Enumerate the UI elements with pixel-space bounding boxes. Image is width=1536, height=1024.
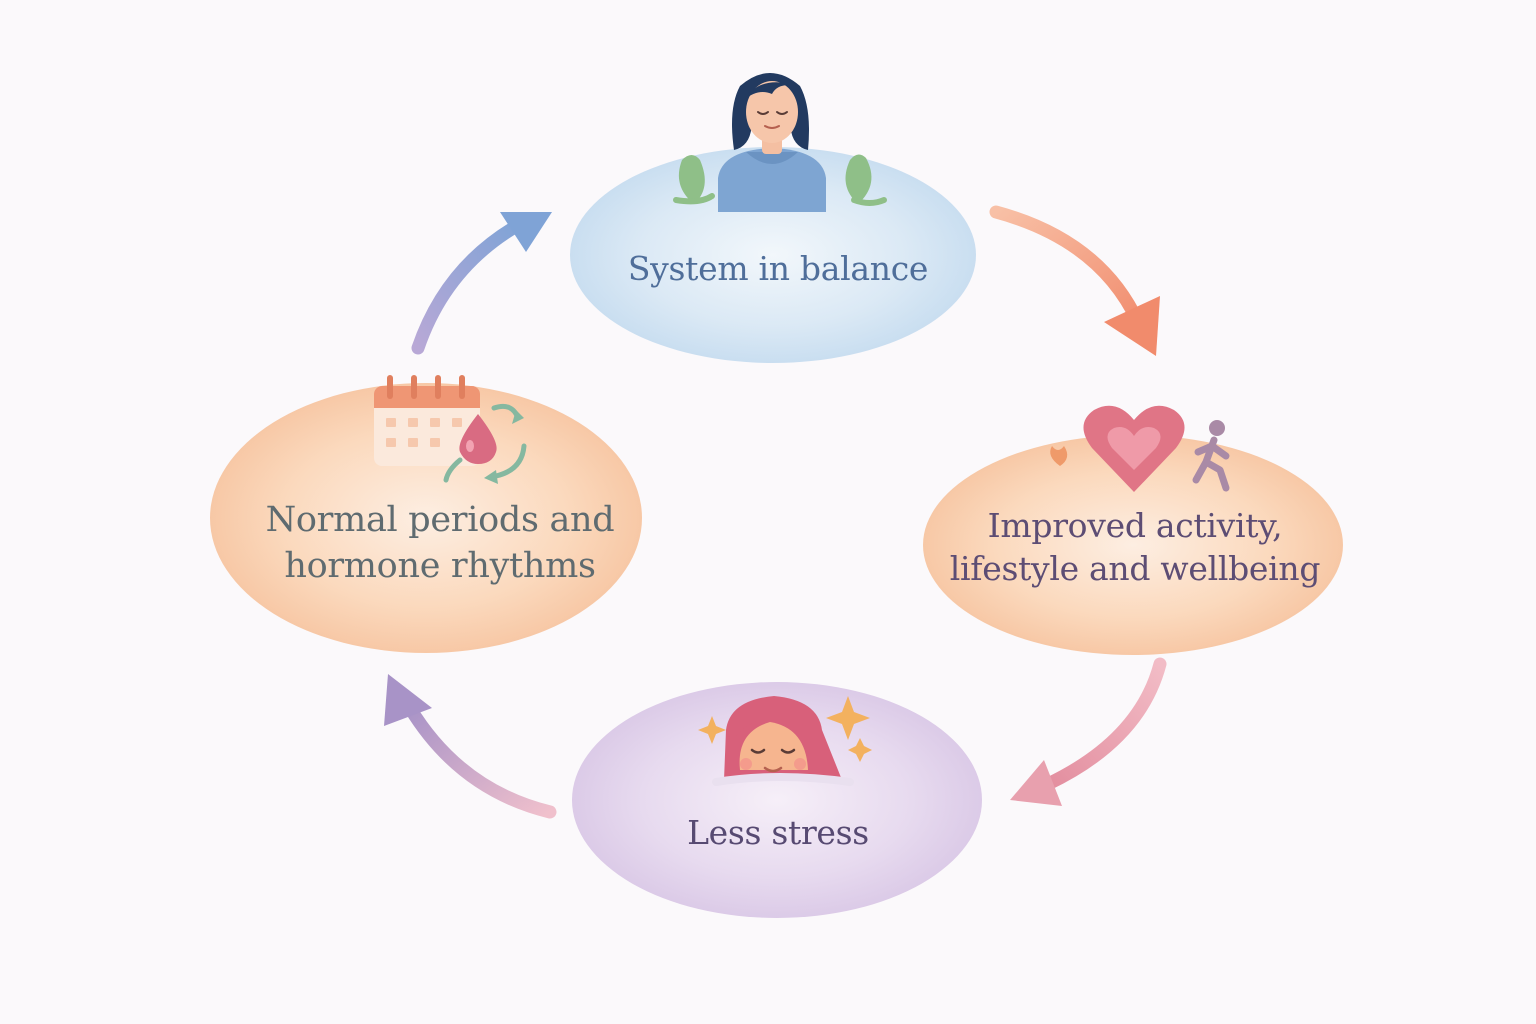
label-normal-periods: Normal periods and hormone rhythms [225,498,655,589]
label-line: Less stress [687,813,869,852]
bubble-normal-periods [210,383,642,653]
label-line: hormone rhythms [284,545,596,586]
relaxed-face-icon [698,696,872,786]
bubble-improved-activity [923,435,1343,655]
calendar-cycle-icon [374,375,527,484]
label-improved-activity: Improved activity, lifestyle and wellbei… [935,505,1335,591]
label-line: System in balance [627,249,929,288]
label-less-stress: Less stress [590,812,966,855]
label-line: Improved activity, [987,506,1283,545]
arrow-right-to-bottom [1010,657,1167,806]
arrow-bottom-to-left [384,674,557,819]
woman-meditating-icon [673,73,887,212]
arrow-left-to-top [411,212,552,355]
label-line: lifestyle and wellbeing [949,548,1321,588]
bubble-less-stress [572,682,982,918]
arrow-top-to-right [989,205,1160,356]
heart-activity-icon [1050,405,1230,492]
label-system-in-balance: System in balance [590,248,966,291]
label-line: Normal periods and [265,500,615,540]
